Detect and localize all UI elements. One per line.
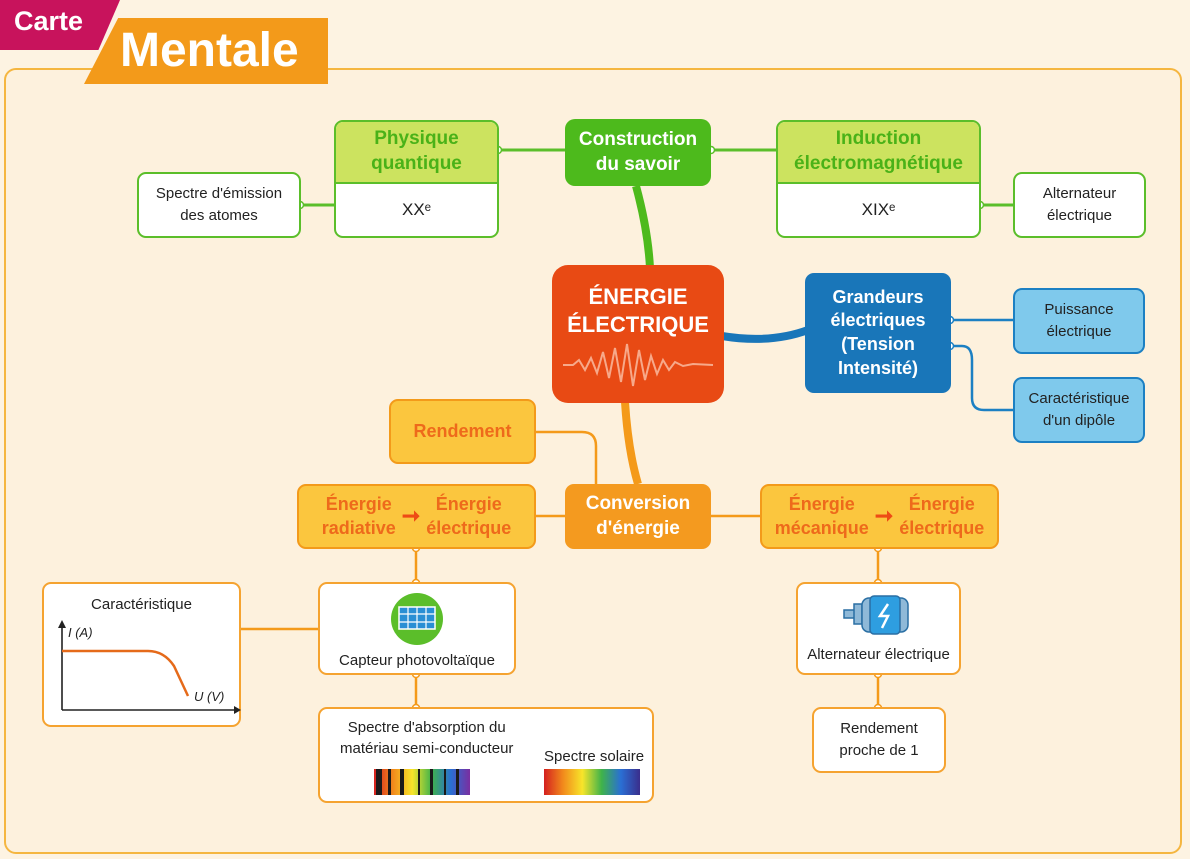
- dipole-characteristic-node: Caractéristique d'un dipôle: [1013, 377, 1145, 443]
- induction-node: Induction électromagnétique XIXᵉ: [776, 120, 981, 238]
- central-energy-node: ÉNERGIE ÉLECTRIQUE: [552, 265, 724, 403]
- radiative-to: Énergie électrique: [426, 493, 511, 540]
- axis-x-label: U (V): [194, 689, 225, 704]
- induction-line1: Induction: [835, 128, 922, 150]
- arrow-right-icon: ➞: [401, 503, 421, 529]
- radiative-to-line1: Énergie: [435, 494, 502, 515]
- alternator-history-node: Alternateur électrique: [1013, 172, 1146, 238]
- absorption-line1: Spectre d'absorption du: [347, 719, 506, 736]
- solar-spectrum-bar: [544, 769, 640, 795]
- mechanical-from-line2: mécanique: [774, 517, 869, 538]
- photovoltaic-sensor-node: Capteur photovoltaïque: [318, 582, 516, 675]
- mechanical-from: Énergie mécanique: [775, 493, 869, 540]
- induction-period: XIXᵉ: [861, 200, 896, 219]
- electrical-quantities-node: Grandeurs électriques (Tension Intensité…: [805, 273, 951, 393]
- construction-line1: Construction: [578, 128, 698, 150]
- near-one-line1: Rendement: [840, 720, 918, 738]
- emission-line1: Spectre d'émission: [155, 185, 283, 203]
- quantum-period: XXᵉ: [402, 200, 431, 219]
- emission-line2: des atomes: [180, 207, 258, 224]
- iv-curve-graphic: [58, 620, 241, 714]
- characteristic-chart-node: Caractéristique I (A) U (V): [42, 582, 241, 727]
- radiative-from: Énergie radiative: [322, 493, 396, 540]
- radiative-to-line2: électrique: [426, 517, 512, 538]
- radiative-from-line1: Énergie: [325, 494, 392, 515]
- quantities-line3: (Tension: [841, 334, 915, 354]
- efficiency-node: Rendement: [389, 399, 536, 464]
- alternator-label: Alternateur électrique: [807, 646, 950, 663]
- quantum-title: Physique quantique: [336, 122, 497, 184]
- induction-title: Induction électromagnétique: [778, 122, 979, 184]
- induction-line2: électromagnétique: [794, 153, 963, 174]
- center-line1: ÉNERGIE: [588, 284, 688, 309]
- dipole-line1: Caractéristique: [1028, 390, 1130, 408]
- quantities-line2: électriques: [830, 310, 926, 331]
- characteristic-title: Caractéristique: [91, 596, 192, 613]
- radiative-to-electric-node: Énergie radiative ➞ Énergie électrique: [297, 484, 536, 549]
- alt-hist-line1: Alternateur: [1042, 185, 1117, 203]
- quantum-physics-node: Physique quantique XXᵉ: [334, 120, 499, 238]
- emission-spectrum-node: Spectre d'émission des atomes: [137, 172, 301, 238]
- absorption-text: Spectre d'absorption du matériau semi-co…: [340, 717, 513, 759]
- construction-node: Construction du savoir: [565, 119, 711, 186]
- quantum-line2: quantique: [371, 153, 462, 174]
- alternator-node: Alternateur électrique: [796, 582, 961, 675]
- power-line2: électrique: [1046, 323, 1112, 340]
- mechanical-to-electric-node: Énergie mécanique ➞ Énergie électrique: [760, 484, 999, 549]
- quantities-line1: Grandeurs: [832, 286, 924, 307]
- alt-hist-line2: électrique: [1046, 207, 1113, 224]
- absorption-line2: matériau semi-conducteur: [340, 740, 514, 757]
- absorption-spectrum-bar: [374, 769, 470, 795]
- power-node: Puissance électrique: [1013, 288, 1145, 354]
- efficiency-near-one-node: Rendement proche de 1: [812, 707, 946, 773]
- solar-panel-icon: [391, 593, 443, 645]
- radiative-from-line2: radiative: [321, 517, 396, 538]
- badge-mentale: Mentale: [84, 18, 328, 84]
- construction-line2: du savoir: [595, 153, 681, 175]
- near-one-line2: proche de 1: [839, 742, 919, 759]
- badge-carte: Carte: [0, 0, 120, 50]
- quantities-line4: Intensité): [837, 357, 918, 378]
- solar-spectrum-label: Spectre solaire: [544, 748, 645, 765]
- conversion-node: Conversion d'énergie: [565, 484, 711, 549]
- waveform-icon: [563, 343, 713, 387]
- dipole-line2: d'un dipôle: [1042, 412, 1116, 429]
- photovoltaic-label: Capteur photovoltaïque: [339, 652, 495, 669]
- quantum-line1: Physique: [374, 128, 459, 150]
- power-line1: Puissance: [1044, 301, 1114, 319]
- center-line2: ÉLECTRIQUE: [567, 311, 709, 337]
- mechanical-to-line1: Énergie: [908, 494, 975, 515]
- conversion-line1: Conversion: [585, 492, 691, 514]
- conversion-line2: d'énergie: [596, 517, 680, 539]
- mechanical-from-line1: Énergie: [788, 494, 855, 515]
- axis-y-label: I (A): [68, 625, 93, 640]
- mechanical-to: Énergie électrique: [899, 493, 984, 540]
- mechanical-to-line2: électrique: [899, 517, 985, 538]
- alternator-icon: [842, 595, 909, 635]
- absorption-spectrum-node: Spectre d'absorption du matériau semi-co…: [318, 707, 654, 803]
- arrow-right-icon: ➞: [874, 503, 894, 529]
